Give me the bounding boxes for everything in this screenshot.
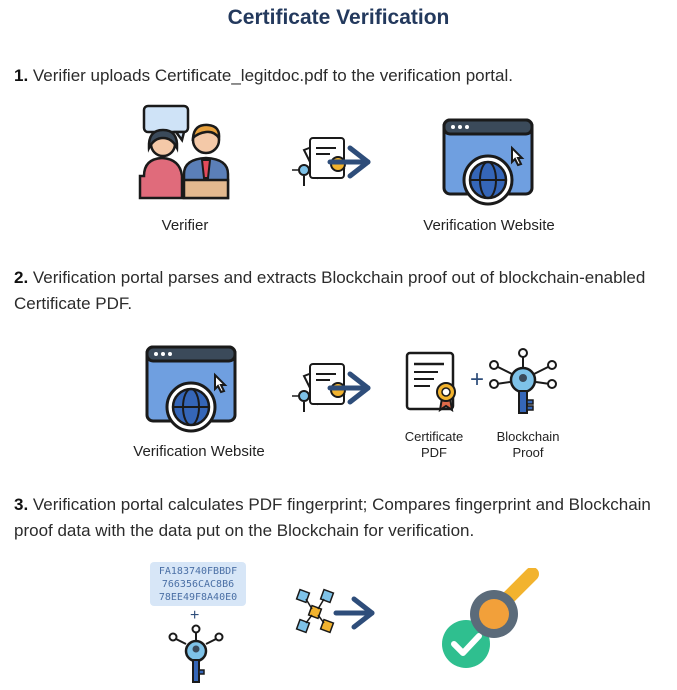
step-1-number: 1. (14, 66, 29, 85)
blockchain-proof-label: Blockchain Proof (486, 429, 570, 461)
verifier-icon (138, 104, 230, 200)
step-1-description: Verifier uploads Certificate_legitdoc.pd… (28, 66, 513, 85)
page-title: Certificate Verification (227, 6, 450, 29)
upload-document-arrow-icon (292, 137, 371, 186)
plus-sign: + (190, 607, 200, 624)
pdf-fingerprint-hash: FA183740FBBDF 766356CAC8B6 78EE49F8A40E0 (150, 562, 246, 606)
hash-line-2: 766356CAC8B6 (161, 579, 235, 590)
blockchain-compare-arrow-icon (295, 588, 375, 634)
step-1-text: 1. Verifier uploads Certificate_legitdoc… (14, 63, 664, 89)
blockchain-proof-label-line-2: Proof (512, 445, 544, 460)
step-3-number: 3. (14, 495, 29, 514)
blockchain-key-icon (489, 348, 557, 414)
verification-website-icon (442, 118, 534, 206)
verification-website-icon (145, 345, 237, 433)
step-2-description: Verification portal parses and extracts … (14, 268, 646, 313)
blockchain-key-icon (168, 624, 224, 683)
hash-line-1: FA183740FBBDF (158, 566, 238, 577)
step-2-number: 2. (14, 268, 29, 287)
step-3-text: 3. Verification portal calculates PDF fi… (14, 492, 664, 544)
verifier-label: Verifier (161, 217, 209, 234)
parse-document-arrow-icon (292, 363, 371, 412)
certificate-pdf-label: Certificate PDF (394, 429, 474, 461)
hash-line-3: 78EE49F8A40E0 (158, 592, 238, 603)
certificate-pdf-icon (405, 351, 456, 413)
step-2-text: 2. Verification portal parses and extrac… (14, 265, 664, 317)
certificate-pdf-label-line-1: Certificate (404, 429, 464, 444)
plus-sign: + (470, 366, 485, 393)
certificate-pdf-label-line-2: PDF (421, 445, 447, 460)
verified-search-icon (442, 568, 539, 668)
verification-website-label: Verification Website (133, 443, 265, 460)
step-3-description: Verification portal calculates PDF finge… (14, 495, 651, 540)
blockchain-proof-label-line-1: Blockchain (496, 429, 560, 444)
verification-website-label: Verification Website (423, 217, 555, 234)
